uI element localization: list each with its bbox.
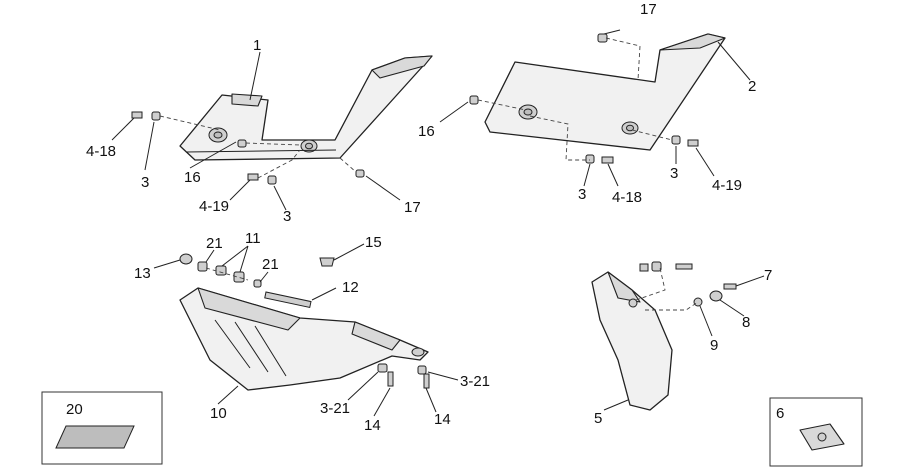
callout-14-right: 14	[434, 411, 451, 428]
callout-4-19-left: 4-19	[199, 198, 229, 215]
callout-8: 8	[742, 314, 750, 331]
callout-17-right: 17	[640, 1, 657, 18]
callout-10: 10	[210, 405, 227, 422]
callout-4-18-left: 4-18	[86, 143, 116, 160]
callout-12: 12	[342, 279, 359, 296]
callout-5: 5	[594, 410, 602, 427]
callout-7: 7	[764, 267, 772, 284]
callout-14-left: 14	[364, 417, 381, 434]
callout-21-b: 21	[262, 256, 279, 273]
callout-13: 13	[134, 265, 151, 282]
callout-15: 15	[365, 234, 382, 251]
callout-3-21-left: 3-21	[320, 400, 350, 417]
part-1-left-side-panel	[179, 55, 433, 161]
callout-17-left: 17	[404, 199, 421, 216]
callout-11: 11	[245, 230, 261, 247]
callout-6: 6	[776, 405, 784, 422]
callout-21-a: 21	[206, 235, 223, 252]
part-5-mudguard	[591, 271, 673, 411]
callout-1: 1	[253, 37, 261, 54]
part-20-box	[41, 391, 163, 465]
hardware	[131, 33, 737, 389]
callout-labels: 1 2 4-18 3 16 4-19 3 17 17 16 3 4-18 3 4…	[66, 1, 784, 434]
leader-lines	[111, 29, 765, 417]
callout-16-left: 16	[184, 169, 201, 186]
part-6-box	[769, 397, 863, 467]
part-10-skid-plate	[179, 287, 429, 391]
assembly-dashed-lines	[159, 37, 699, 311]
callout-20: 20	[66, 401, 83, 418]
callout-4-18-right: 4-18	[612, 189, 642, 206]
callout-16-right: 16	[418, 123, 435, 140]
part-2-right-side-panel	[484, 33, 726, 151]
callout-3-21-right: 3-21	[460, 373, 490, 390]
callout-3-left-a: 3	[141, 174, 149, 191]
callout-4-19-right: 4-19	[712, 177, 742, 194]
callout-2: 2	[748, 78, 756, 95]
callout-3-left-b: 3	[283, 208, 291, 225]
callout-9: 9	[710, 337, 718, 354]
callout-3-right-b: 3	[670, 165, 678, 182]
callout-3-right-a: 3	[578, 186, 586, 203]
